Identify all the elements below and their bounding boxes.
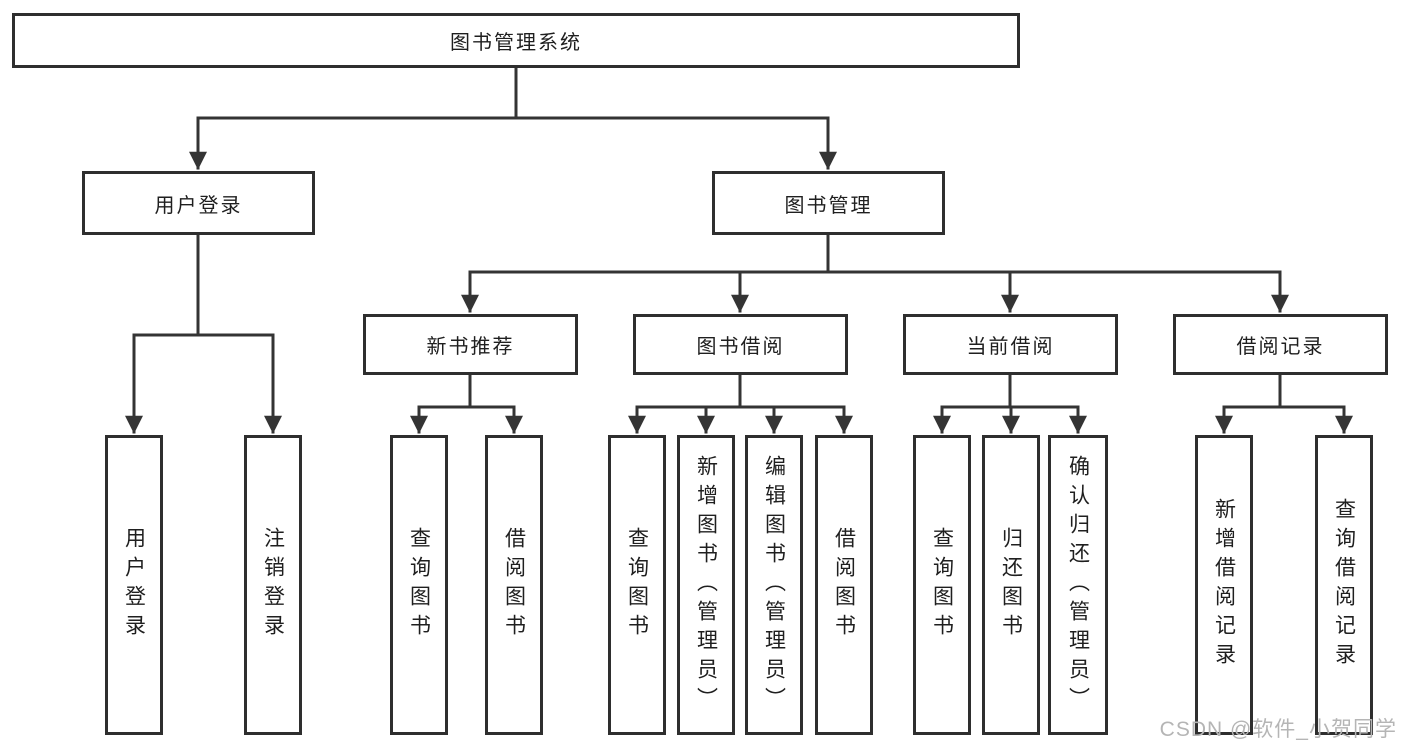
leaf-user-login: 用户登录 — [105, 435, 163, 735]
leaf-bb-add-books-admin: 新增图书（管理员） — [677, 435, 735, 735]
node-current-borrowing-label: 当前借阅 — [966, 336, 1055, 358]
node-new-book-recommendation: 新书推荐 — [363, 314, 578, 375]
leaf-bb-borrow-books: 借阅图书 — [815, 435, 873, 735]
leaf-cb-query-books: 查询图书 — [913, 435, 971, 735]
node-book-management-label: 图书管理 — [784, 194, 873, 217]
leaf-bb-edit-books-admin-label: 编辑图书（管理员） — [762, 454, 786, 716]
node-book-management: 图书管理 — [712, 171, 945, 235]
node-book-borrowing-label: 图书借阅 — [696, 336, 785, 358]
leaf-br-add-borrow-record-label: 新增借阅记录 — [1212, 498, 1236, 672]
node-system-root: 图书管理系统 — [12, 13, 1020, 68]
leaf-nbr-borrow-books-label: 借阅图书 — [502, 527, 526, 643]
node-user-login-branch-label: 用户登录 — [154, 194, 243, 217]
node-new-book-recommendation-label: 新书推荐 — [426, 336, 515, 358]
leaf-br-query-borrow-record: 查询借阅记录 — [1315, 435, 1373, 735]
leaf-bb-query-books-label: 查询图书 — [625, 527, 649, 643]
node-user-login-branch: 用户登录 — [82, 171, 315, 235]
leaf-cb-return-books: 归还图书 — [982, 435, 1040, 735]
leaf-nbr-query-books: 查询图书 — [390, 435, 448, 735]
leaf-cb-return-books-label: 归还图书 — [999, 527, 1023, 643]
node-borrowing-records-label: 借阅记录 — [1236, 336, 1325, 358]
leaf-cb-confirm-return-admin: 确认归还（管理员） — [1048, 435, 1108, 735]
leaf-nbr-query-books-label: 查询图书 — [407, 527, 431, 643]
leaf-bb-edit-books-admin: 编辑图书（管理员） — [745, 435, 803, 735]
leaf-user-login-label: 用户登录 — [122, 527, 146, 643]
leaf-nbr-borrow-books: 借阅图书 — [485, 435, 543, 735]
node-current-borrowing: 当前借阅 — [903, 314, 1118, 375]
leaf-bb-add-books-admin-label: 新增图书（管理员） — [694, 454, 718, 716]
node-borrowing-records: 借阅记录 — [1173, 314, 1388, 375]
leaf-bb-borrow-books-label: 借阅图书 — [832, 527, 856, 643]
node-system-root-label: 图书管理系统 — [450, 32, 582, 54]
csdn-watermark: CSDN @软件_小贺同学 — [1159, 718, 1397, 741]
node-book-borrowing: 图书借阅 — [633, 314, 848, 375]
leaf-cb-query-books-label: 查询图书 — [930, 527, 954, 643]
leaf-br-add-borrow-record: 新增借阅记录 — [1195, 435, 1253, 735]
leaf-bb-query-books: 查询图书 — [608, 435, 666, 735]
leaf-logout-label: 注销登录 — [261, 527, 285, 643]
leaf-logout: 注销登录 — [244, 435, 302, 735]
leaf-cb-confirm-return-admin-label: 确认归还（管理员） — [1066, 454, 1090, 716]
leaf-br-query-borrow-record-label: 查询借阅记录 — [1332, 498, 1356, 672]
